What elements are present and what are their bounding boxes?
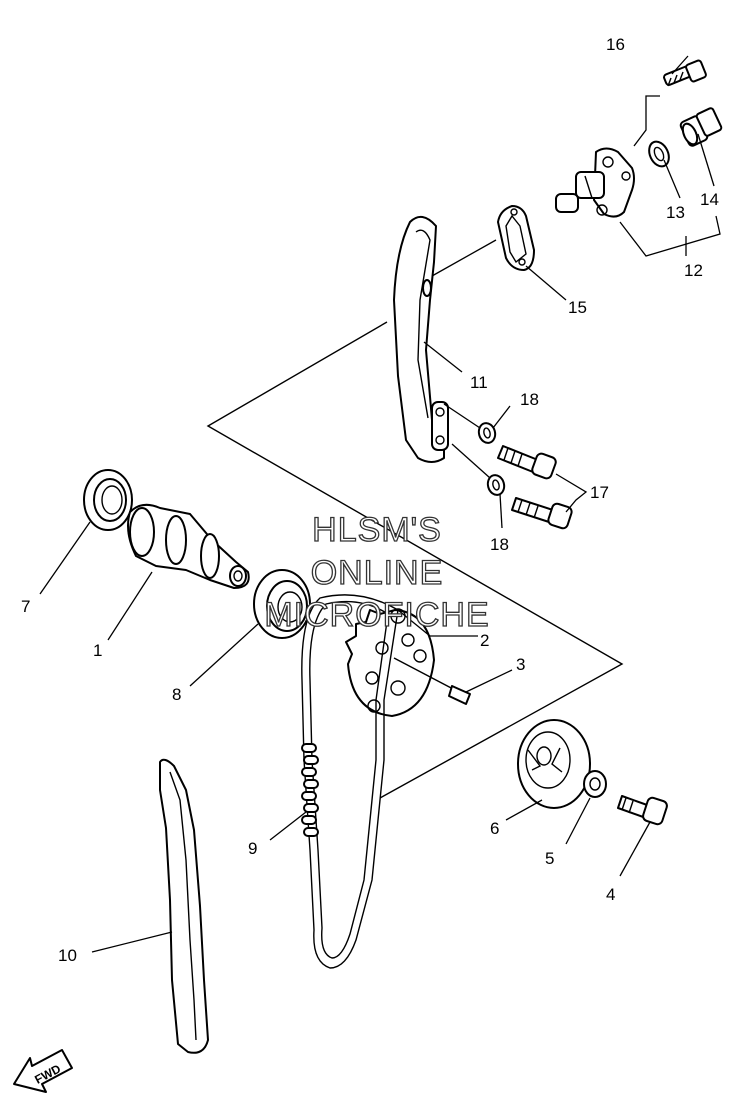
tensioner-gasket-13 — [648, 140, 670, 168]
washer-18-upper — [477, 422, 497, 444]
bolt-17-lower — [511, 497, 573, 530]
reference-lines — [206, 321, 624, 799]
callout-1: 1 — [93, 641, 102, 660]
callout-11: 11 — [470, 373, 488, 392]
callout-8: 8 — [172, 685, 181, 704]
callout-18-upper: 18 — [520, 390, 539, 409]
callout-14: 14 — [700, 190, 719, 209]
forward-arrow-icon: FWD — [13, 1049, 73, 1093]
plate-6 — [517, 719, 591, 809]
chain-tensioner — [555, 147, 635, 218]
watermark-line-2: ONLINE — [311, 554, 444, 592]
callout-2: 2 — [480, 631, 489, 650]
watermark-line-3: MICROFICHE — [264, 596, 489, 634]
tensioner-guide-11 — [393, 215, 449, 463]
callout-15: 15 — [568, 298, 587, 317]
watermark: HLSM'S ONLINE MICROFICHE — [264, 510, 490, 634]
gasket-15 — [497, 205, 535, 271]
bolt-4 — [617, 795, 668, 826]
callout-5: 5 — [545, 849, 554, 868]
callout-16: 16 — [606, 35, 625, 54]
callout-9: 9 — [248, 839, 257, 858]
camshaft-1 — [127, 503, 250, 589]
callout-18-lower: 18 — [490, 535, 509, 554]
bolt-16 — [663, 59, 707, 87]
watermark-line-1: HLSM'S — [312, 511, 442, 549]
tensioner-cap-bolt-14 — [679, 107, 723, 147]
washer-18-lower — [486, 474, 506, 496]
callout-7: 7 — [21, 597, 30, 616]
callout-4: 4 — [606, 885, 615, 904]
pin-3 — [393, 657, 471, 705]
timing-chain-9 — [301, 594, 399, 969]
callout-10: 10 — [58, 946, 77, 965]
callout-3: 3 — [516, 655, 525, 674]
callout-6: 6 — [490, 819, 499, 838]
callout-13: 13 — [666, 203, 685, 222]
bolt-17-upper — [497, 445, 557, 480]
chain-guide-10 — [159, 758, 209, 1054]
callout-numbers: 1 2 3 4 5 6 7 8 9 10 11 12 13 14 15 16 1… — [21, 35, 719, 965]
callout-17: 17 — [590, 483, 609, 502]
callout-12: 12 — [684, 261, 703, 280]
leader-lines — [39, 55, 721, 953]
bearing-7 — [83, 469, 133, 531]
washer-5 — [583, 770, 607, 798]
bearing-8 — [253, 569, 311, 639]
